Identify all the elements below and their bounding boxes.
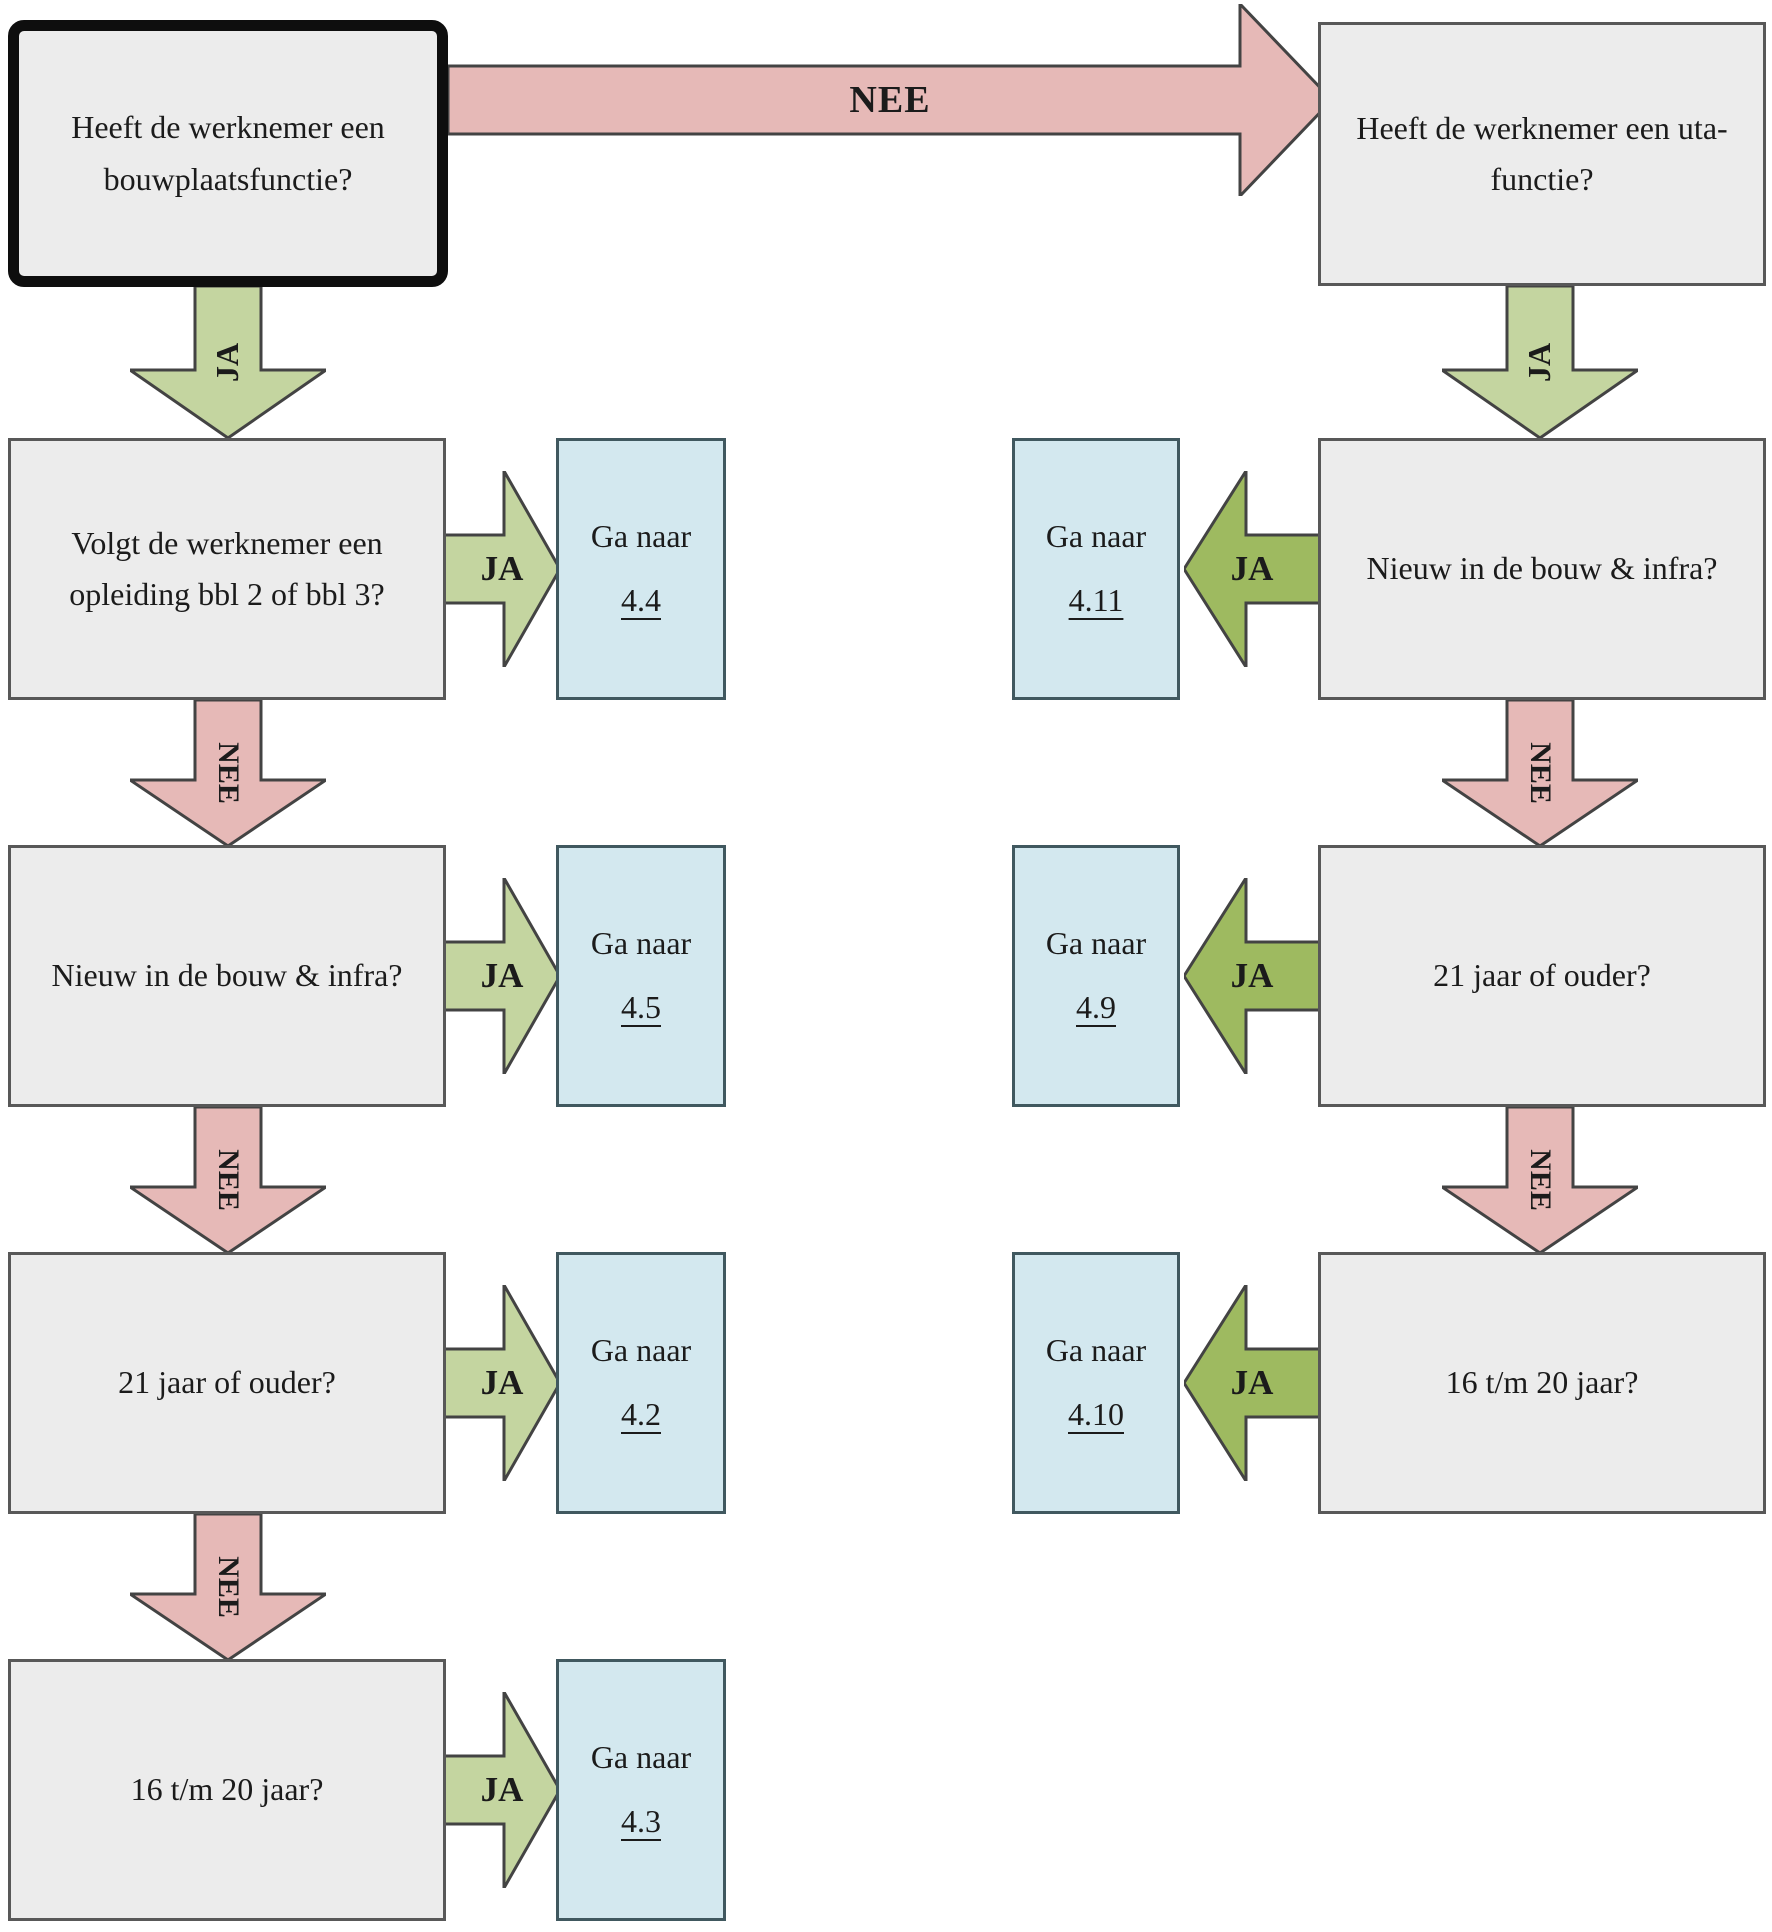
arrow-label-nee: NEE — [212, 1556, 245, 1618]
goto-link-4-3[interactable]: 4.3 — [621, 1803, 661, 1839]
question-text: 21 jaar of ouder? — [1433, 957, 1651, 994]
arrow-right-shape — [444, 878, 560, 1074]
question-text: Nieuw in de bouw & infra? — [51, 957, 403, 994]
arrow-label-ja: JA — [1230, 956, 1274, 995]
question-text: Nieuw in de bouw & infra? — [1366, 550, 1718, 587]
arrow-down-shape — [1442, 286, 1638, 438]
arrow-down-shape — [130, 286, 326, 438]
goto-link-4-9[interactable]: 4.9 — [1076, 989, 1116, 1025]
arrow-label-ja: JA — [1230, 1363, 1274, 1402]
arrow-label-ja: JA — [480, 1770, 524, 1809]
goto-box-4-10: Ga naar 4.10 — [1012, 1252, 1180, 1514]
goto-link-4-11[interactable]: 4.11 — [1068, 582, 1124, 618]
question-text: Volgt de werknemer een opleiding bbl 2 o… — [69, 524, 385, 612]
arrow-down-shape — [130, 700, 326, 846]
arrow-left-shape — [1184, 471, 1320, 667]
question-box-nieuw-bouw-left: Nieuw in de bouw & infra? — [8, 845, 446, 1107]
arrow-ja-left-3: JA — [1184, 1285, 1320, 1481]
question-box-opleiding-bbl: Volgt de werknemer een opleiding bbl 2 o… — [8, 438, 446, 700]
arrow-right-shape — [444, 1692, 560, 1888]
goto-link-4-5[interactable]: 4.5 — [621, 989, 661, 1025]
arrow-label-ja: JA — [209, 342, 246, 382]
arrow-nee-down-right-2: NEE — [1442, 1107, 1638, 1253]
goto-link-4-10[interactable]: 4.10 — [1068, 1396, 1124, 1432]
arrow-nee-down-right-1: NEE — [1442, 700, 1638, 846]
arrow-label-nee: NEE — [1524, 1149, 1557, 1211]
question-box-16-20-jaar-right: 16 t/m 20 jaar? — [1318, 1252, 1766, 1514]
question-text: 21 jaar of ouder? — [118, 1364, 336, 1401]
arrow-label-nee: NEE — [212, 1149, 245, 1211]
goto-prefix: Ga naar — [590, 518, 692, 555]
goto-prefix: Ga naar — [1045, 1332, 1147, 1369]
question-text: 16 t/m 20 jaar? — [1445, 1364, 1639, 1401]
arrow-label-ja: JA — [1230, 549, 1274, 588]
goto-link-4-2[interactable]: 4.2 — [621, 1396, 661, 1432]
arrow-ja-left-2: JA — [1184, 878, 1320, 1074]
question-text: 16 t/m 20 jaar? — [130, 1771, 324, 1808]
arrow-ja-right-2: JA — [444, 878, 560, 1074]
goto-box-4-3: Ga naar 4.3 — [556, 1659, 726, 1921]
goto-box-4-9: Ga naar 4.9 — [1012, 845, 1180, 1107]
arrow-label-ja: JA — [1521, 342, 1558, 382]
arrow-nee-bouwplaats-to-uta: NEE — [448, 4, 1332, 196]
goto-prefix: Ga naar — [590, 1739, 692, 1776]
goto-prefix: Ga naar — [590, 925, 692, 962]
goto-prefix: Ga naar — [590, 1332, 692, 1369]
arrow-label-nee: NEE — [849, 79, 931, 121]
arrow-down-shape — [130, 1107, 326, 1253]
arrow-label-ja: JA — [480, 1363, 524, 1402]
arrow-right-shape — [444, 1285, 560, 1481]
arrow-label-ja: JA — [480, 549, 524, 588]
arrow-down-shape — [1442, 700, 1638, 846]
arrow-ja-left-1: JA — [1184, 471, 1320, 667]
question-box-21-jaar-right: 21 jaar of ouder? — [1318, 845, 1766, 1107]
arrow-down-shape — [1442, 1107, 1638, 1253]
arrow-right-shape — [448, 4, 1332, 196]
arrow-ja-right-3: JA — [444, 1285, 560, 1481]
goto-box-4-5: Ga naar 4.5 — [556, 845, 726, 1107]
question-text: Heeft de werknemer een bouwplaatsfunctie… — [71, 109, 385, 197]
arrow-nee-down-left-2: NEE — [130, 1107, 326, 1253]
arrow-nee-down-left-3: NEE — [130, 1514, 326, 1660]
arrow-label-nee: NEE — [1524, 742, 1557, 804]
question-box-21-jaar-left: 21 jaar of ouder? — [8, 1252, 446, 1514]
start-box-uta-functie: Heeft de werknemer een uta-functie? — [1318, 22, 1766, 286]
question-box-16-20-jaar-left: 16 t/m 20 jaar? — [8, 1659, 446, 1921]
question-box-nieuw-bouw-right: Nieuw in de bouw & infra? — [1318, 438, 1766, 700]
arrow-label-ja: JA — [480, 956, 524, 995]
arrow-left-shape — [1184, 1285, 1320, 1481]
arrow-ja-down-right: JA — [1442, 286, 1638, 438]
arrow-ja-right-1: JA — [444, 471, 560, 667]
arrow-right-shape — [444, 471, 560, 667]
arrow-label-nee: NEE — [212, 742, 245, 804]
goto-box-4-2: Ga naar 4.2 — [556, 1252, 726, 1514]
goto-box-4-4: Ga naar 4.4 — [556, 438, 726, 700]
arrow-down-shape — [130, 1514, 326, 1660]
goto-box-4-11: Ga naar 4.11 — [1012, 438, 1180, 700]
question-text: Heeft de werknemer een uta-functie? — [1356, 109, 1728, 197]
goto-prefix: Ga naar — [1045, 925, 1147, 962]
arrow-ja-down-left: JA — [130, 286, 326, 438]
arrow-nee-down-left-1: NEE — [130, 700, 326, 846]
start-box-bouwplaatsfunctie: Heeft de werknemer een bouwplaatsfunctie… — [8, 20, 448, 287]
arrow-ja-right-4: JA — [444, 1692, 560, 1888]
arrow-left-shape — [1184, 878, 1320, 1074]
goto-prefix: Ga naar — [1045, 518, 1147, 555]
goto-link-4-4[interactable]: 4.4 — [621, 582, 661, 618]
